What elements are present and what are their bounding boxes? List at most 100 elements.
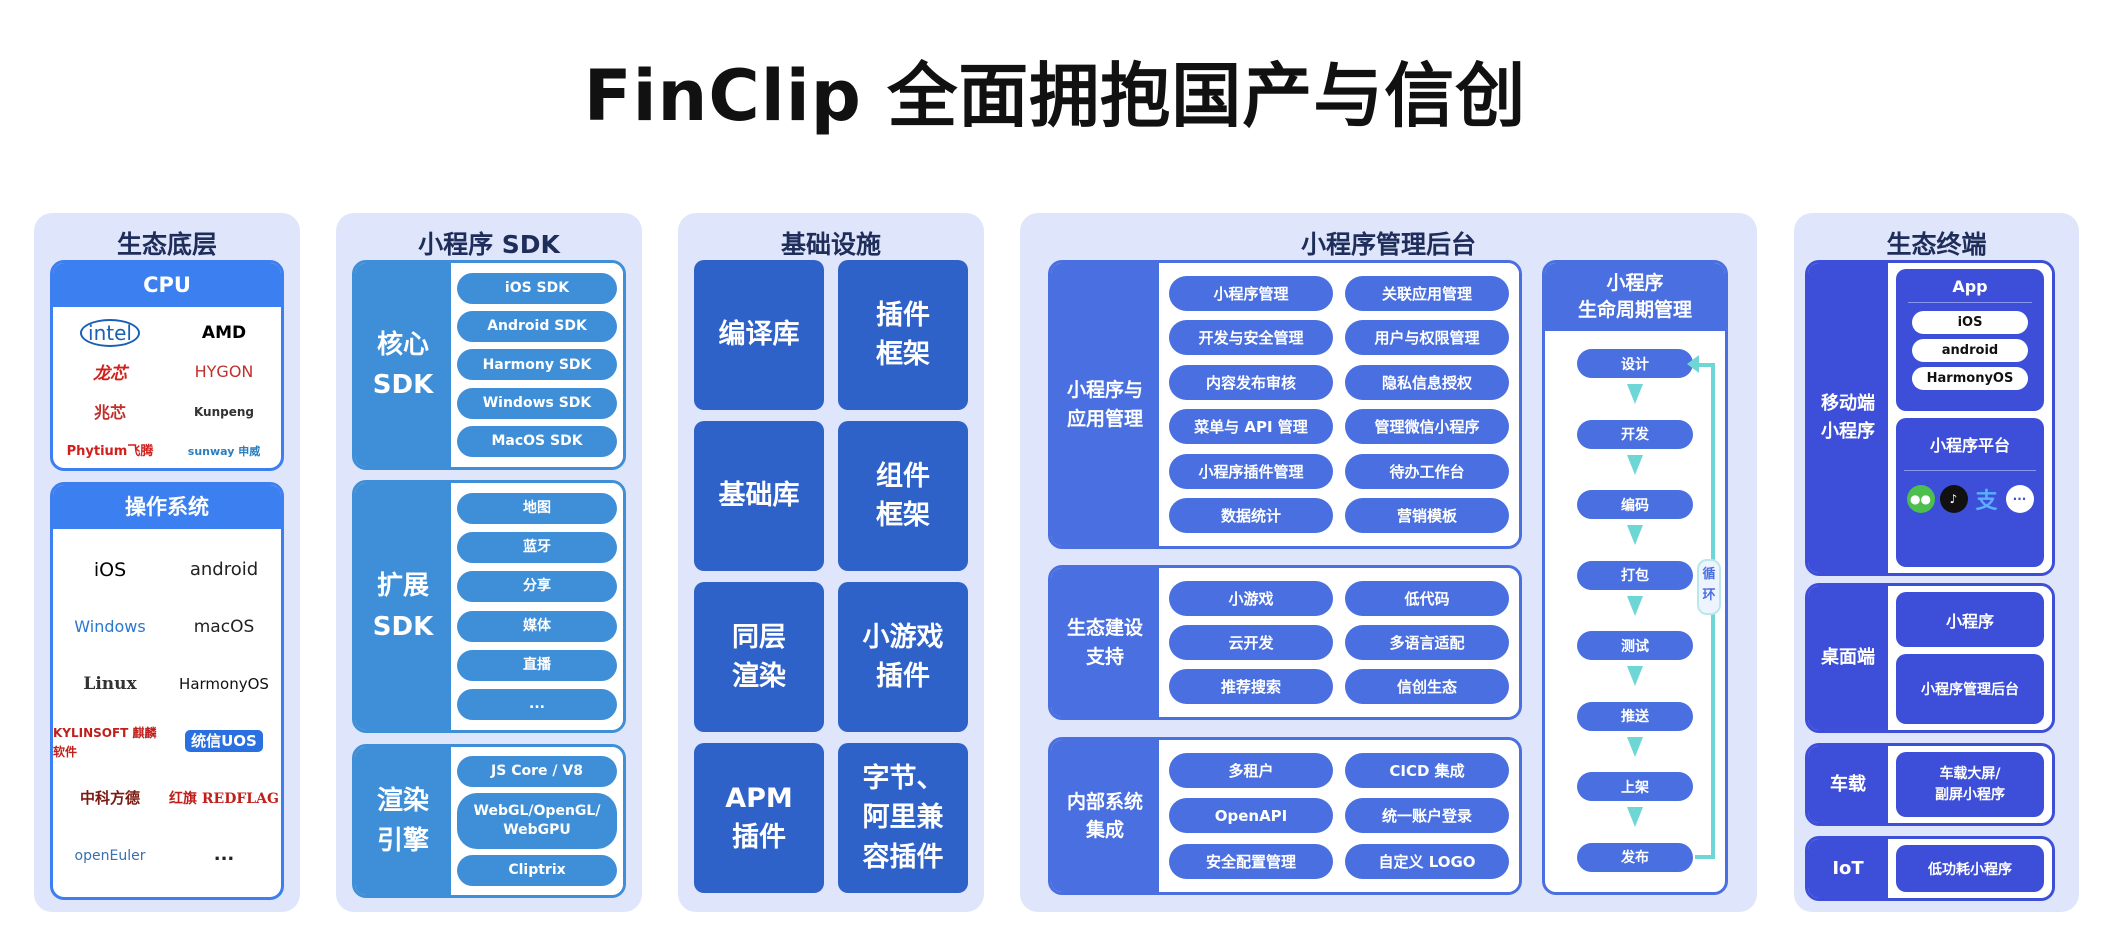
admin-item[interactable]: 小程序插件管理 — [1169, 453, 1333, 489]
app-title: App — [1908, 277, 2032, 303]
sdk-group-items: iOS SDK Android SDK Harmony SDK Windows SDK… — [451, 263, 623, 467]
more-icon[interactable]: ··· — [2005, 485, 2034, 513]
infra-item[interactable]: APM 插件 — [694, 743, 824, 893]
logo-macos: macOS — [194, 617, 255, 637]
admin-group-label: 生态建设 支持 — [1051, 568, 1159, 717]
admin-item[interactable]: CICD 集成 — [1345, 753, 1509, 789]
desktop-item[interactable]: 小程序管理后台 — [1896, 654, 2044, 724]
admin-item[interactable]: 安全配置管理 — [1169, 843, 1333, 879]
logo-text: 中科方德 — [79, 789, 140, 807]
logo-text: 红旗 REDFLAG — [169, 790, 279, 807]
admin-item[interactable]: 用户与权限管理 — [1345, 320, 1509, 356]
lifecycle-step[interactable]: 测试 — [1577, 631, 1693, 660]
infra-heading: 基础设施 — [780, 230, 881, 259]
lifecycle-step[interactable]: 推送 — [1577, 701, 1693, 731]
admin-item[interactable]: 推荐搜索 — [1169, 669, 1333, 705]
logo-text: Linux — [83, 673, 137, 694]
sdk-item[interactable]: 直播 — [457, 649, 617, 681]
admin-item[interactable]: 低代码 — [1345, 580, 1509, 616]
eco-base-heading: 生态底层 — [116, 230, 217, 259]
admin-item[interactable]: 待办工作台 — [1345, 453, 1509, 489]
sdk-group-label: 核心 SDK — [355, 263, 451, 467]
logo-text: KYLINSOFT 麒麟软件 — [53, 725, 157, 759]
lifecycle-step[interactable]: 发布 — [1577, 842, 1693, 872]
admin-group: 内部系统 集成多租户 CICD 集成 OpenAPI 统一账户登录安全配置管理自定义 … — [1048, 737, 1522, 895]
admin-item[interactable]: 小程序管理 — [1169, 275, 1333, 311]
admin-item[interactable]: 信创生态 — [1345, 669, 1509, 705]
sdk-item[interactable]: Cliptrix — [457, 855, 617, 886]
sdk-item[interactable]: MacOS SDK — [457, 426, 617, 458]
page-title: FinClip 全面拥抱国产与信创 — [583, 55, 1527, 137]
logo-intel: intel — [80, 318, 140, 347]
admin-item[interactable]: 自定义 LOGO — [1345, 843, 1509, 879]
admin-item[interactable]: 隐私信息授权 — [1345, 364, 1509, 400]
infra-item[interactable]: 基础库 — [694, 421, 824, 571]
infra-item[interactable]: 组件 框架 — [838, 421, 968, 571]
sdk-item[interactable]: Windows SDK — [457, 387, 617, 419]
sdk-item[interactable]: 地图 — [457, 493, 617, 525]
sdk-group-items: 地图蓝牙分享媒体直播... — [451, 483, 623, 730]
admin-item[interactable]: OpenAPI — [1169, 798, 1333, 834]
terminal-group: 桌面端小程序小程序管理后台 — [1805, 583, 2055, 733]
admin-item[interactable]: 云开发 — [1169, 624, 1333, 660]
app-os-badge: iOS — [1912, 311, 2028, 334]
admin-item[interactable]: 小游戏 — [1169, 580, 1333, 616]
sdk-item[interactable]: 媒体 — [457, 610, 617, 642]
admin-item[interactable]: 开发与安全管理 — [1169, 320, 1333, 356]
sdk-item[interactable]: Harmony SDK — [457, 349, 617, 381]
admin-item[interactable]: 管理微信小程序 — [1345, 409, 1509, 445]
logo-text: openEuler — [74, 848, 146, 864]
logo-text: macOS — [193, 616, 255, 637]
terminal-group-label: IoT — [1808, 839, 1888, 898]
terminal-group-body: 低功耗小程序 — [1888, 839, 2052, 898]
lifecycle-step[interactable]: 设计 — [1577, 349, 1693, 378]
admin-item[interactable]: 营销模板 — [1345, 498, 1509, 534]
infra-item[interactable]: 小游戏 插件 — [838, 582, 968, 732]
lifecycle-step[interactable]: 开发 — [1577, 419, 1693, 449]
admin-group-label: 内部系统 集成 — [1051, 740, 1159, 892]
admin-item[interactable]: 统一账户登录 — [1345, 798, 1509, 834]
sdk-item[interactable]: WebGL/OpenGL/ WebGPU — [457, 793, 617, 849]
douyin-icon[interactable]: ♪ — [1939, 485, 1968, 513]
sdk-item[interactable]: 分享 — [457, 571, 617, 603]
admin-item[interactable]: 菜单与 API 管理 — [1169, 409, 1333, 445]
infra-item[interactable]: 编译库 — [694, 260, 824, 410]
infra-item[interactable]: 同层 渲染 — [694, 582, 824, 732]
admin-item[interactable]: 多租户 — [1169, 753, 1333, 789]
lifecycle-step[interactable]: 上架 — [1577, 772, 1693, 801]
lifecycle-step[interactable]: 编码 — [1577, 490, 1693, 519]
logo-harmonyos: HarmonyOS — [179, 674, 269, 693]
lifecycle-step[interactable]: 打包 — [1577, 560, 1693, 590]
car-item[interactable]: 车载大屏/ 副屏小程序 — [1896, 752, 2044, 817]
sdk-item[interactable]: iOS SDK — [457, 272, 617, 304]
sdk-item[interactable]: JS Core / V8 — [457, 756, 617, 787]
infra-item[interactable]: 字节、 阿里兼 容插件 — [838, 743, 968, 893]
logo-: 龙芯 — [93, 359, 127, 384]
admin-group-items: 小游戏低代码云开发多语言适配推荐搜索信创生态 — [1159, 568, 1519, 717]
infra-item[interactable]: 插件 框架 — [838, 260, 968, 410]
sdk-heading: 小程序 SDK — [418, 230, 560, 259]
logo-linux: Linux — [83, 674, 136, 694]
alipay-icon[interactable]: 支 — [1975, 489, 1998, 514]
admin-item[interactable]: 多语言适配 — [1345, 624, 1509, 660]
logo-ios: iOS — [94, 559, 126, 581]
terminal-group-label: 移动端 小程序 — [1808, 263, 1888, 573]
logo-text: HYGON — [194, 362, 254, 381]
logo-phytium: Phytium飞腾 — [67, 440, 154, 459]
admin-item[interactable]: 内容发布审核 — [1169, 364, 1333, 400]
desktop-item[interactable]: 小程序 — [1896, 592, 2044, 647]
wechat-icon[interactable]: ●● — [1906, 485, 1935, 513]
down-arrow-icon — [1627, 666, 1643, 686]
iot-item[interactable]: 低功耗小程序 — [1896, 845, 2044, 892]
logo-text: 兆芯 — [93, 402, 126, 422]
sdk-item[interactable]: ... — [457, 688, 617, 720]
admin-group: 小程序与 应用管理小程序管理关联应用管理开发与安全管理用户与权限管理内容发布审核… — [1048, 260, 1522, 549]
sdk-item[interactable]: 蓝牙 — [457, 532, 617, 564]
admin-item[interactable]: 数据统计 — [1169, 498, 1333, 534]
sdk-item[interactable]: Android SDK — [457, 311, 617, 343]
admin-item[interactable]: 关联应用管理 — [1345, 275, 1509, 311]
